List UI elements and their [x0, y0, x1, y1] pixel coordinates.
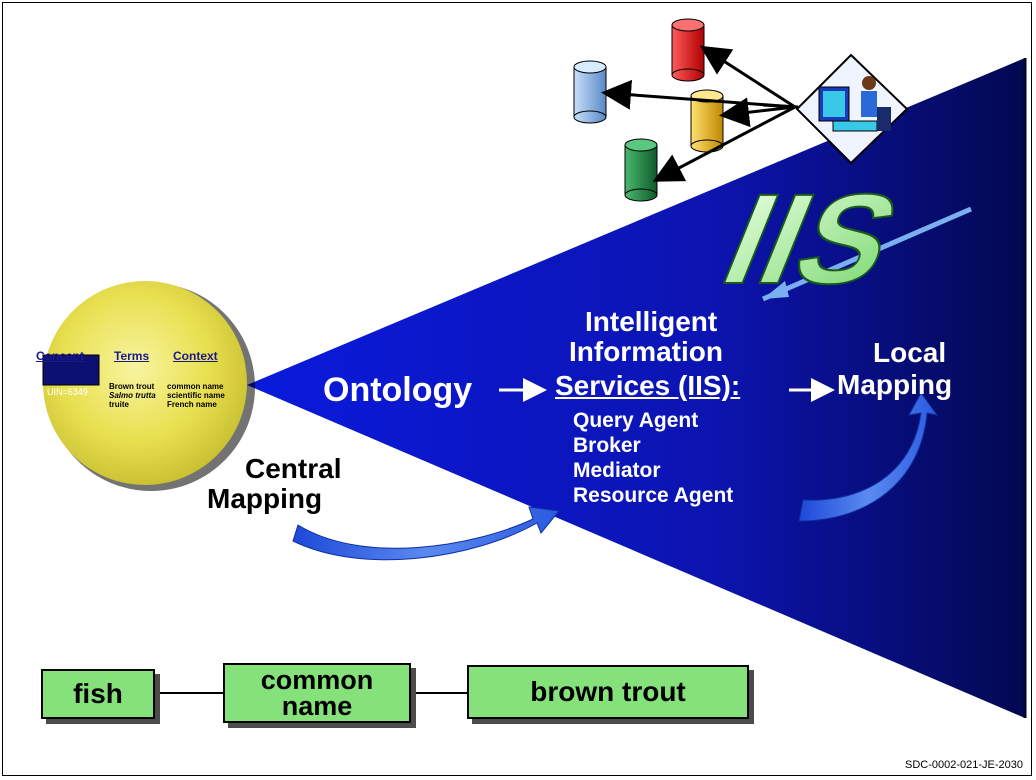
common-name-box: common name — [223, 663, 411, 723]
curved-arrow-icon — [292, 506, 560, 561]
fish-box-label: fish — [73, 678, 123, 709]
common-name-line1: common — [260, 665, 374, 695]
iis-title-line2: Information — [569, 336, 723, 367]
term-brown-trout: Brown trout — [109, 382, 155, 391]
computer-user-icon — [795, 53, 909, 165]
uin-label: UIN=6349 — [47, 387, 88, 397]
local-mapping-line1: Local — [873, 337, 947, 368]
central-mapping-line2: Mapping — [207, 483, 323, 514]
ontology-circle — [43, 281, 247, 485]
service-mediator: Mediator — [573, 459, 661, 482]
term-truite: truite — [109, 400, 129, 409]
network-arrows — [601, 45, 799, 182]
iis-title-line3: Services (IIS): — [555, 370, 741, 401]
ontology-wedge — [247, 58, 1025, 718]
database-icon — [690, 89, 724, 153]
circle-header-concept: Concept — [36, 349, 84, 363]
document-code: SDC-0002-021-JE-2030 — [904, 759, 1023, 771]
database-icon — [671, 18, 705, 82]
iis-logo: IIS — [703, 167, 919, 312]
svg-text:IIS: IIS — [704, 168, 918, 311]
context-french-name: French name — [167, 400, 217, 409]
fish-box: fish — [41, 669, 155, 719]
service-resource-agent: Resource Agent — [573, 484, 734, 507]
uin-box — [42, 354, 100, 386]
brown-trout-box: brown trout — [467, 665, 749, 719]
local-mapping-line2: Mapping — [837, 369, 953, 400]
common-name-line2: name — [281, 691, 353, 721]
brown-trout-label: brown trout — [530, 676, 686, 707]
chain-connector — [153, 692, 223, 694]
circle-header-context: Context — [173, 349, 218, 363]
diagram-canvas: IIS — [42, 18, 1027, 718]
term-salmo-trutta: Salmo trutta — [109, 391, 156, 400]
circle-header-terms: Terms — [114, 349, 150, 363]
service-broker: Broker — [573, 434, 641, 457]
database-icon — [624, 138, 658, 202]
iis-pointer — [762, 206, 972, 302]
ontology-label: Ontology — [323, 371, 473, 409]
curved-arrow-icon — [798, 392, 939, 522]
context-common-name: common name — [167, 382, 224, 391]
context-scientific-name: scientific name — [167, 391, 225, 400]
central-mapping-line1: Central — [245, 453, 342, 484]
database-icon — [573, 60, 607, 124]
iis-title-line1: Intelligent — [585, 306, 718, 337]
chain-connector — [411, 692, 467, 694]
service-query-agent: Query Agent — [573, 409, 699, 432]
